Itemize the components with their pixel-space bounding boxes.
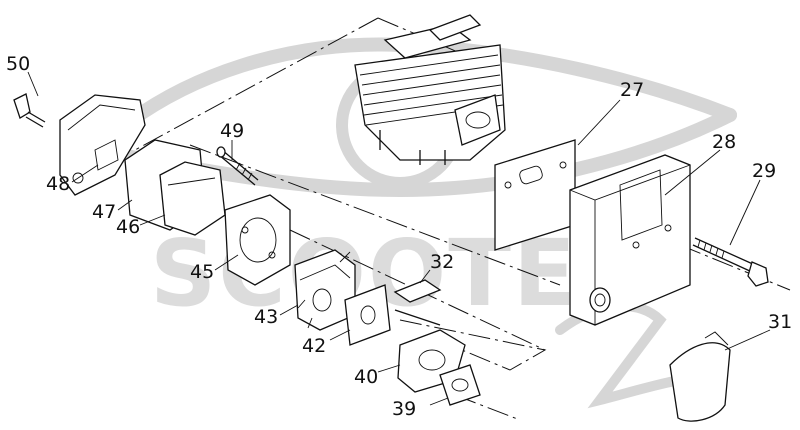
muffler-face-panel [619, 169, 663, 241]
part-number-labels: 50 49 48 47 46 45 43 42 32 40 39 27 28 2… [6, 53, 792, 420]
filter-screw-thread [235, 162, 253, 181]
part-number-47: 47 [92, 201, 116, 223]
part-number-48: 48 [46, 173, 70, 195]
muffler-gasket-plate [494, 139, 576, 251]
leader-32 [419, 269, 431, 284]
heat-shield-body [669, 342, 731, 422]
cylinder-exhaust-flange [454, 94, 501, 146]
cylinder-studs [379, 130, 446, 165]
air-filter-cover-ridge [67, 104, 136, 131]
air-filter-cover-knob [72, 172, 84, 184]
air-filter-base-plate [224, 194, 291, 286]
cylinder-head-top [428, 14, 482, 41]
air-filter-elements [124, 139, 226, 236]
carburetor-bore [312, 288, 332, 312]
carburetor-levers [297, 251, 351, 329]
leader-42 [329, 329, 351, 341]
choke-knob [13, 93, 46, 128]
carb-gasket-port [360, 305, 376, 325]
air-filter-cover-clip [94, 139, 119, 171]
leader-45 [214, 254, 239, 271]
leader-31 [724, 329, 771, 351]
cylinder-cooling-fins [359, 54, 504, 126]
part-number-46: 46 [116, 216, 140, 238]
muffler-bolt-shaft [692, 237, 756, 273]
leader-48 [71, 164, 99, 183]
air-filter-cover [59, 94, 146, 196]
muffler-outlet-pipe [589, 287, 611, 313]
heat-shield [669, 331, 731, 422]
heat-shield-tab [704, 331, 729, 346]
part-number-29: 29 [752, 160, 776, 182]
air-filter-inner-edge [167, 177, 216, 186]
part-number-50: 50 [6, 53, 30, 75]
leader-47 [117, 199, 133, 211]
carb-gasket [344, 284, 391, 346]
leader-29 [729, 179, 761, 246]
filter-screw-shaft [218, 149, 259, 186]
carb-gasket-plate [344, 284, 391, 346]
carburetor-top-edge [299, 264, 351, 281]
muffler-bolt-hole-b [632, 241, 640, 249]
part-number-49: 49 [220, 120, 244, 142]
air-filter-base-hole-b [268, 251, 276, 259]
choke-knob-shaft [25, 111, 46, 128]
part-number-45: 45 [190, 261, 214, 283]
intake-gasket [439, 364, 481, 406]
leader-46 [139, 214, 166, 226]
cylinder-exhaust-port [465, 111, 491, 129]
muffler-body [569, 154, 691, 326]
leader-27 [577, 99, 621, 146]
cylinder [354, 14, 506, 165]
linkage-bolt [394, 309, 441, 326]
leader-lines [27, 71, 771, 406]
air-filter-base-hole-a [241, 226, 249, 234]
muffler-outlet-bore [594, 293, 606, 307]
gasket-plate-port [519, 165, 543, 185]
leader-28 [664, 149, 721, 196]
leader-40 [377, 364, 401, 373]
leader-39 [429, 397, 449, 406]
leader-43 [279, 304, 299, 316]
gasket-plate-hole-b [559, 161, 567, 169]
filter-screw-head [216, 146, 226, 158]
centerline-cylinder-filter [134, 17, 379, 151]
muffler-bolt-head [747, 261, 769, 287]
air-filter-base [224, 194, 291, 286]
part-number-28: 28 [712, 131, 736, 153]
linkage-bracket [393, 279, 442, 326]
part-number-32: 32 [430, 251, 454, 273]
muffler [569, 154, 691, 326]
linkage-bracket-plate [393, 279, 442, 303]
muffler-bolt [692, 237, 769, 287]
centerline-intake [399, 319, 547, 371]
part-number-42: 42 [302, 335, 326, 357]
carburetor [294, 249, 356, 331]
choke-knob-head [13, 93, 31, 119]
part-number-43: 43 [254, 306, 278, 328]
centerline-muffler-bolt [679, 244, 791, 291]
muffler-bolt-hole [664, 224, 672, 232]
gasket-plate-hole-a [504, 181, 512, 189]
intake-gasket-plate [439, 364, 481, 406]
intake-manifold-port [418, 349, 446, 371]
intake-gasket-port [451, 378, 469, 392]
filter-screw [216, 146, 259, 186]
part-number-27: 27 [620, 79, 644, 101]
air-filter-base-opening [239, 217, 277, 263]
centerline-filter [189, 144, 561, 286]
leader-50 [27, 71, 39, 97]
part-number-31: 31 [768, 311, 792, 333]
part-number-40: 40 [354, 366, 378, 388]
part-number-39: 39 [392, 398, 416, 420]
muffler-bolt-thread [697, 239, 725, 259]
